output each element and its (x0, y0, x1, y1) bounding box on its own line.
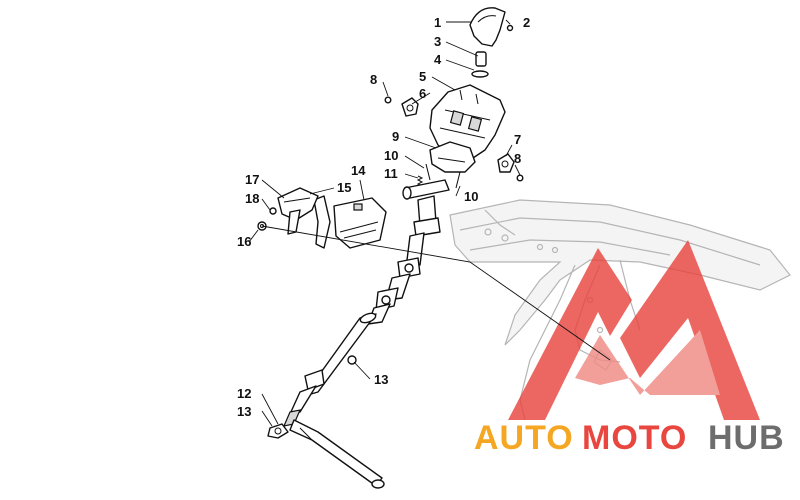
callout-17: 17 (245, 172, 259, 187)
part-4-washer (471, 70, 489, 78)
part-15-bracket (313, 195, 331, 249)
part-17-mount (277, 187, 319, 235)
assembly-centerline (261, 225, 611, 361)
callout-11: 11 (384, 166, 398, 181)
callout-9: 9 (392, 129, 399, 144)
watermark-text-auto: AUTO (474, 419, 574, 457)
callout-13-bottom: 13 (237, 404, 251, 419)
callout-18: 18 (245, 191, 259, 206)
watermark-text-moto: MOTO (582, 419, 687, 457)
callout-14: 14 (351, 163, 366, 178)
part-8-bolt-right (516, 174, 524, 182)
part-9-lower-clamp (429, 141, 476, 173)
part-10-pin-left (425, 163, 431, 181)
watermark-logo (508, 240, 760, 420)
steering-column (267, 179, 450, 489)
callout-8-left: 8 (370, 72, 377, 87)
part-11-spring (416, 175, 424, 187)
part-1-handlebar-clamp (469, 7, 514, 47)
callouts: 1 2 3 4 5 6 7 8 8 9 10 10 11 12 13 13 14… (237, 15, 530, 419)
callout-16: 16 (237, 234, 251, 249)
part-7-bracket (497, 153, 515, 173)
callout-6: 6 (419, 86, 426, 101)
watermark-text-hub: HUB (708, 419, 785, 457)
part-10-pin-right (455, 171, 461, 189)
part-6-bracket (401, 97, 419, 117)
part-16-nut (257, 221, 267, 231)
leader-lines (248, 19, 521, 427)
callout-12: 12 (237, 386, 251, 401)
callout-10-right: 10 (464, 189, 478, 204)
callout-15: 15 (337, 180, 351, 195)
callout-8-right: 8 (514, 151, 521, 166)
callout-5: 5 (419, 69, 426, 84)
callout-13-middle: 13 (374, 372, 388, 387)
callout-3: 3 (434, 34, 441, 49)
callout-4: 4 (434, 52, 442, 67)
callout-2: 2 (523, 15, 530, 30)
callout-1: 1 (434, 15, 441, 30)
part-5-steering-support (429, 84, 506, 161)
callout-10-left: 10 (384, 148, 398, 163)
part-18-bolt (269, 207, 277, 215)
callout-7: 7 (514, 132, 521, 147)
part-3-bushing (475, 51, 487, 67)
part-8-bolt-left (384, 96, 392, 104)
part-14-cover (333, 197, 387, 249)
